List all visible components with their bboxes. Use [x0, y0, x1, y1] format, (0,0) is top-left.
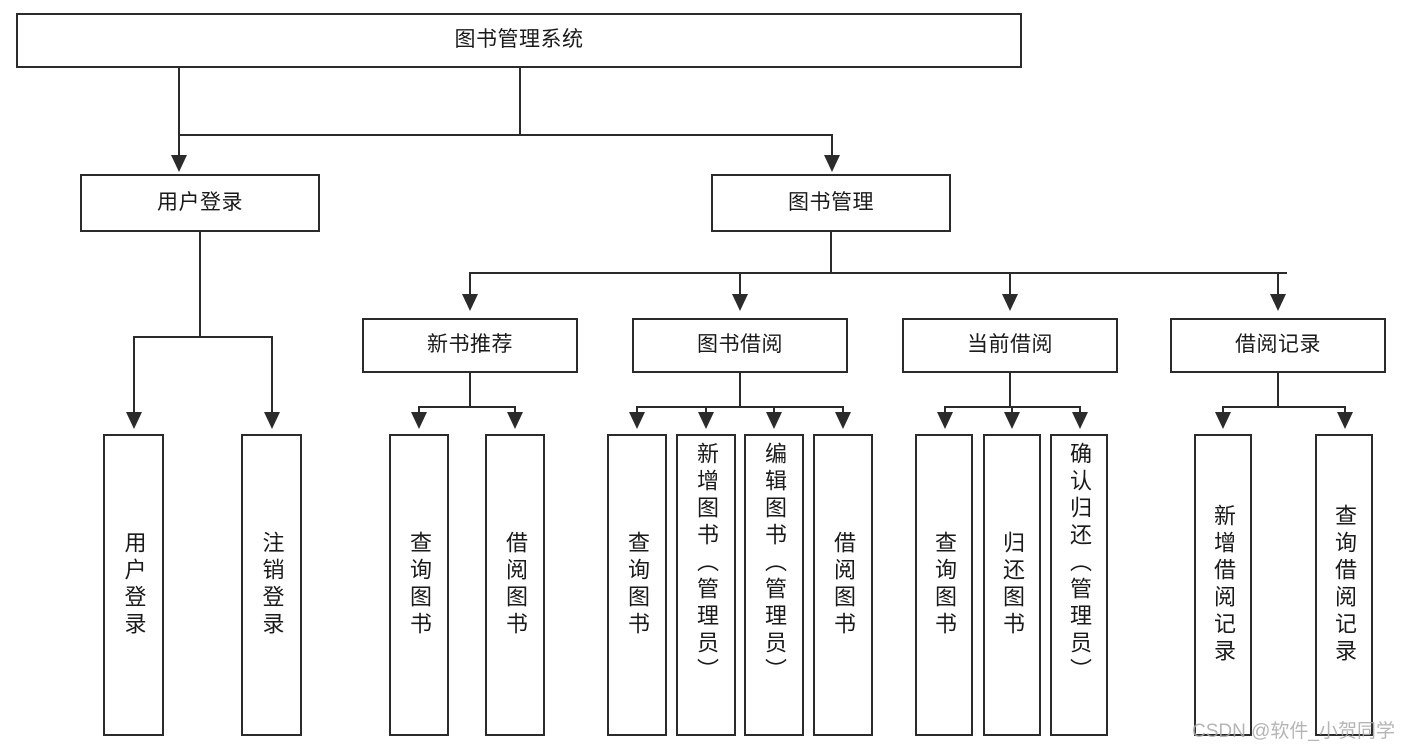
arrow-to-current-borrow — [1002, 294, 1018, 311]
leaf-borrow-book-1[interactable]: 借阅图书 — [485, 434, 545, 736]
leaf-query-book-2[interactable]: 查询图书 — [607, 434, 667, 736]
csdn-watermark: CSDN @软件_小贺同学 — [1192, 721, 1395, 742]
connector-book-borrow-drop-4 — [842, 406, 844, 415]
arrow-to-leaf-borrow-book-2 — [835, 412, 851, 429]
arrow-to-leaf-logout-login — [264, 412, 280, 429]
node-borrow-record[interactable]: 借阅记录 — [1170, 318, 1386, 373]
leaf-user-login[interactable]: 用户登录 — [103, 434, 164, 736]
connector-book-manage-drop-4 — [1277, 272, 1279, 299]
connector-book-borrow-bus — [636, 406, 842, 408]
leaf-logout-login-label: 注销登录 — [259, 531, 285, 639]
leaf-add-record-label: 新增借阅记录 — [1211, 504, 1236, 666]
connector-current-borrow-stem — [1009, 373, 1011, 406]
arrow-to-leaf-borrow-book-1 — [507, 412, 523, 429]
node-borrow-record-label: 借阅记录 — [1235, 333, 1321, 357]
connector-root-drop-left — [178, 134, 180, 161]
connector-current-borrow-drop-1 — [944, 406, 946, 415]
connector-new-book-drop-1 — [418, 406, 420, 415]
arrow-to-leaf-query-record — [1337, 412, 1353, 429]
arrow-root-to-book-manage — [824, 155, 840, 172]
node-book-borrow-label: 图书借阅 — [697, 333, 783, 357]
leaf-confirm-return[interactable]: 确认归还（管理员） — [1050, 434, 1108, 736]
connector-borrow-record-drop-2 — [1344, 406, 1346, 415]
leaf-add-record[interactable]: 新增借阅记录 — [1194, 434, 1252, 736]
arrow-to-leaf-confirm-return — [1072, 412, 1088, 429]
connector-user-login-drop-2 — [271, 336, 273, 416]
connector-book-manage-drop-2 — [739, 272, 741, 299]
leaf-borrow-book-1-label: 借阅图书 — [503, 531, 528, 639]
node-new-book-recommend[interactable]: 新书推荐 — [362, 318, 578, 373]
arrow-to-leaf-edit-book — [766, 412, 782, 429]
arrow-to-new-book-recommend — [462, 294, 478, 311]
node-book-manage[interactable]: 图书管理 — [711, 174, 951, 232]
connector-root-drop-right — [831, 134, 833, 161]
arrow-to-leaf-user-login — [126, 412, 142, 429]
arrow-to-leaf-add-book — [698, 412, 714, 429]
leaf-query-record[interactable]: 查询借阅记录 — [1315, 434, 1373, 736]
connector-borrow-record-drop-1 — [1222, 406, 1224, 415]
connector-current-borrow-drop-3 — [1079, 406, 1081, 415]
leaf-query-book-2-label: 查询图书 — [625, 531, 650, 639]
leaf-query-book-3[interactable]: 查询图书 — [915, 434, 973, 736]
leaf-query-book-1-label: 查询图书 — [407, 531, 432, 639]
connector-user-login-bus — [133, 336, 271, 338]
connector-root-stem — [178, 68, 180, 134]
node-current-borrow[interactable]: 当前借阅 — [902, 318, 1118, 373]
connector-new-book-stem — [469, 373, 471, 406]
leaf-add-book-label: 新增图书（管理员） — [694, 442, 719, 685]
leaf-query-record-label: 查询借阅记录 — [1332, 504, 1357, 666]
connector-book-manage-stem — [830, 232, 832, 272]
arrow-to-leaf-query-book-3 — [937, 412, 953, 429]
connector-book-manage-drop-1 — [469, 272, 471, 299]
node-root-label: 图书管理系统 — [454, 28, 584, 52]
arrow-root-to-user-login — [171, 155, 187, 172]
connector-book-borrow-drop-1 — [636, 406, 638, 415]
leaf-query-book-1[interactable]: 查询图书 — [389, 434, 449, 736]
node-user-login-label: 用户登录 — [157, 190, 243, 214]
leaf-borrow-book-2[interactable]: 借阅图书 — [813, 434, 873, 736]
node-book-manage-label: 图书管理 — [788, 190, 874, 214]
connector-book-manage-bus — [469, 272, 1287, 274]
node-root[interactable]: 图书管理系统 — [16, 13, 1022, 68]
node-new-book-recommend-label: 新书推荐 — [427, 333, 513, 357]
arrow-to-leaf-query-book-1 — [411, 412, 427, 429]
arrow-to-book-borrow — [732, 294, 748, 311]
leaf-return-book-label: 归还图书 — [1000, 531, 1025, 639]
leaf-edit-book[interactable]: 编辑图书（管理员） — [744, 434, 804, 736]
leaf-query-book-3-label: 查询图书 — [932, 531, 957, 639]
connector-borrow-record-bus — [1222, 406, 1344, 408]
connector-current-borrow-drop-2 — [1011, 406, 1013, 415]
connector-user-login-stem — [199, 232, 201, 336]
node-book-borrow[interactable]: 图书借阅 — [632, 318, 848, 373]
connector-root-bus — [178, 134, 831, 136]
connector-book-borrow-stem — [739, 373, 741, 406]
arrow-to-leaf-return-book — [1004, 412, 1020, 429]
arrow-to-leaf-add-record — [1215, 412, 1231, 429]
connector-book-borrow-drop-2 — [705, 406, 707, 415]
leaf-user-login-label: 用户登录 — [121, 531, 147, 639]
connector-borrow-record-stem — [1277, 373, 1279, 406]
leaf-edit-book-label: 编辑图书（管理员） — [762, 442, 787, 685]
leaf-add-book[interactable]: 新增图书（管理员） — [676, 434, 736, 736]
leaf-borrow-book-2-label: 借阅图书 — [831, 531, 856, 639]
arrow-to-leaf-query-book-2 — [629, 412, 645, 429]
leaf-confirm-return-label: 确认归还（管理员） — [1067, 442, 1092, 685]
arrow-to-borrow-record — [1270, 294, 1286, 311]
connector-new-book-drop-2 — [514, 406, 516, 415]
connector-new-book-bus — [418, 406, 514, 408]
node-user-login[interactable]: 用户登录 — [80, 174, 320, 232]
leaf-return-book[interactable]: 归还图书 — [983, 434, 1041, 736]
connector-book-manage-drop-3 — [1009, 272, 1011, 299]
connector-root-stem-center — [519, 68, 521, 134]
connector-book-borrow-drop-3 — [773, 406, 775, 415]
node-current-borrow-label: 当前借阅 — [967, 333, 1053, 357]
leaf-logout-login[interactable]: 注销登录 — [241, 434, 302, 736]
connector-user-login-drop-1 — [133, 336, 135, 416]
